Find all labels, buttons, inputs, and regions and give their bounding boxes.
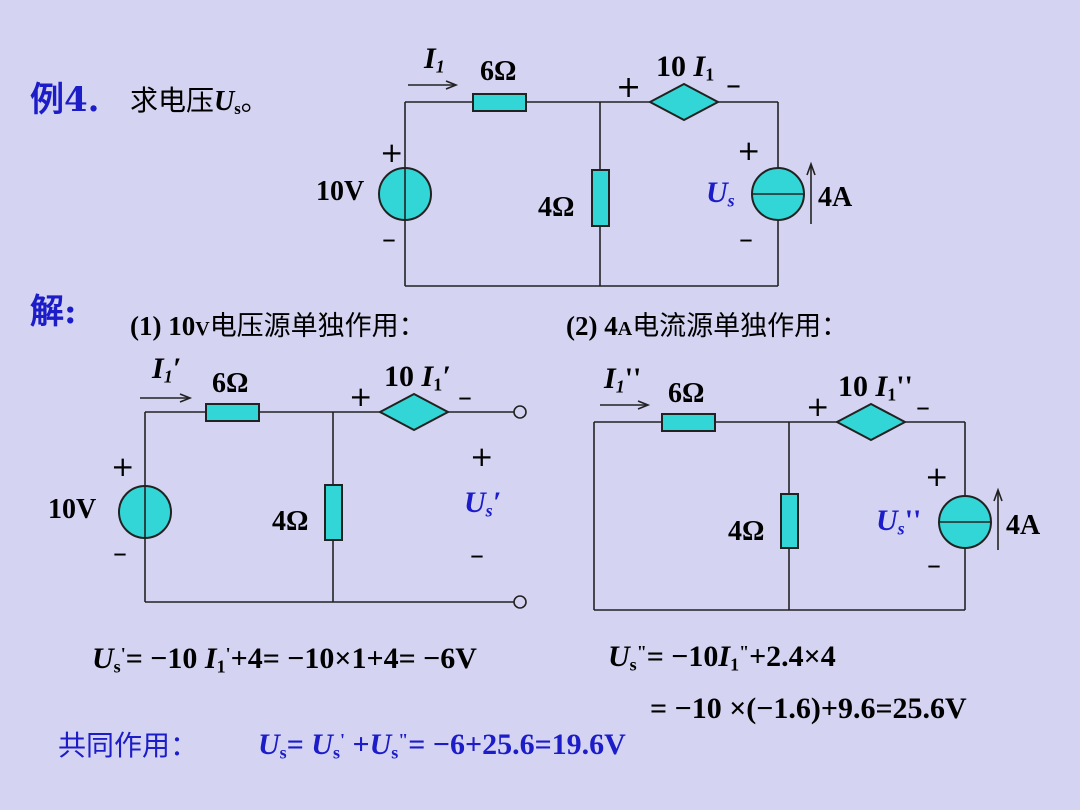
top-us-plus: + [737,134,761,167]
task-text: 求电压 [130,84,215,117]
top-dep-minus: – [726,68,741,103]
c1-dep-plus: + [349,380,373,413]
top-vs-plus: + [380,136,404,169]
c1-us-label: Us′ [464,486,502,521]
c2-r6-label: 6Ω [668,378,705,409]
c1-current-label: I1′ [152,352,182,387]
c1-dep-label: 10 I1′ [384,360,451,395]
equation-2: Us"= −10I1"+2.4×4 [608,640,836,675]
c2-us-minus: – [927,548,941,581]
combined-equation: Us= Us' +Us"= −6+25.6=19.6V [258,728,626,763]
c1-resistor-4-ohm [324,484,343,541]
dependent-source-icon [647,82,721,122]
resistor-6-ohm [472,93,527,112]
solution-label: 解: [30,292,77,332]
case2-heading: (2) 4A电流源单独作用： [566,311,849,342]
c1-dependent-source-icon [377,392,451,432]
top-us-minus: – [739,222,753,255]
c1-r4-label: 4Ω [272,506,309,537]
top-r4-label: 4Ω [538,192,575,223]
equation-3: = −10 ×(−1.6)+9.6=25.6V [650,692,967,725]
c1-vs-minus: – [113,536,127,569]
resistor-4-ohm [591,169,610,227]
c2-us-plus: + [925,460,949,493]
c1-resistor-6-ohm [205,403,260,422]
top-current-label: I1 [424,42,445,77]
combined-label: 共同作用： [58,729,199,762]
c1-vs-plus: + [111,450,135,483]
example-title: 例4. [30,72,100,121]
top-vs-label: 10V [316,176,365,207]
top-us-label: Us [706,176,735,211]
equation-1: Us'= −10 I1'+4= −10×1+4= −6V [92,642,477,677]
c1-dep-minus: – [458,380,472,413]
c1-terminal-top-icon [513,405,527,419]
c1-us-plus: + [470,440,494,473]
task-var-sub: s [234,99,241,119]
c2-dep-plus: + [806,390,830,423]
c2-us-label: Us'' [876,504,922,539]
task-var: U [214,86,235,117]
c2-dep-label: 10 I1'' [838,370,913,405]
c2-resistor-6-ohm [661,413,716,432]
task-statement: 求电压Us。 [130,79,269,119]
top-dep-label: 10 I1 [656,50,715,85]
top-vs-minus: – [382,222,396,255]
top-dep-plus: + [616,70,642,105]
example-number: 例4. [30,80,100,120]
c1-vs-label: 10V [48,494,97,525]
c2-is-label: 4A [1006,510,1041,541]
top-is-label: 4A [818,182,853,213]
c2-dep-minus: – [916,390,930,423]
task-end: 。 [240,84,269,117]
top-r6-label: 6Ω [480,56,517,87]
c2-current-label: I1'' [604,362,642,397]
c2-r4-label: 4Ω [728,516,765,547]
c1-r6-label: 6Ω [212,368,249,399]
c2-resistor-4-ohm [780,493,799,549]
case1-heading: (1) 10V电压源单独作用： [130,311,426,342]
c1-us-minus: – [470,538,484,571]
c2-dependent-source-icon [834,402,908,442]
c1-terminal-bottom-icon [513,595,527,609]
